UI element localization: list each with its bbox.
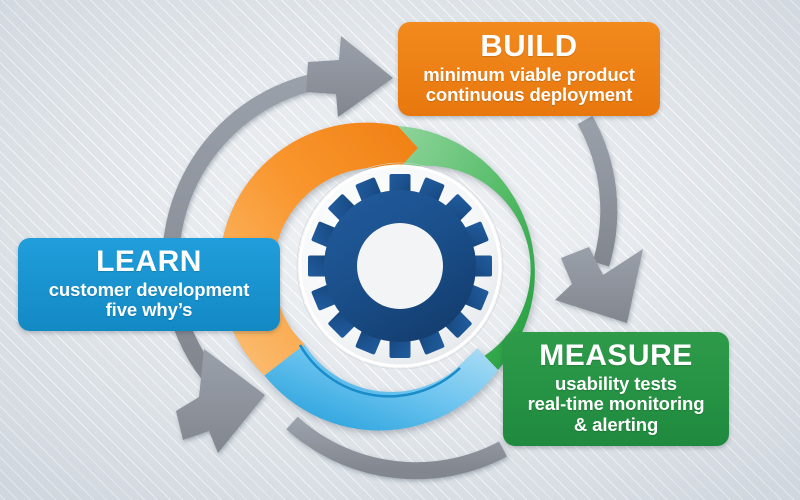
- callout-learn-line-1: customer development: [48, 278, 250, 300]
- arrow-to-learn: [176, 349, 507, 480]
- callout-measure-line-1: usability tests: [555, 372, 677, 394]
- callout-measure-line-2: real-time monitoring: [527, 393, 705, 415]
- callout-build-line-2: continuous deployment: [425, 84, 633, 106]
- callout-learn[interactable]: LEARN customer development five why’s: [18, 238, 280, 332]
- callout-measure-line-3: & alerting: [573, 414, 659, 436]
- hub-disc-edge: [298, 164, 502, 368]
- ring-segment-learn: [264, 344, 498, 431]
- callout-build-title: BUILD: [480, 28, 578, 63]
- callout-learn-line-2: five why’s: [105, 299, 193, 321]
- callout-build-line-1: minimum viable product: [423, 63, 635, 85]
- callout-measure-title: MEASURE: [539, 339, 693, 372]
- arrow-to-measure: [555, 115, 643, 323]
- ring-segment-measure: [398, 126, 535, 370]
- callout-measure[interactable]: MEASURE usability tests real-time monito…: [503, 332, 729, 446]
- gear-icon: [308, 174, 492, 358]
- callout-build[interactable]: BUILD minimum viable product continuous …: [398, 22, 660, 117]
- callout-learn-title: LEARN: [96, 245, 202, 278]
